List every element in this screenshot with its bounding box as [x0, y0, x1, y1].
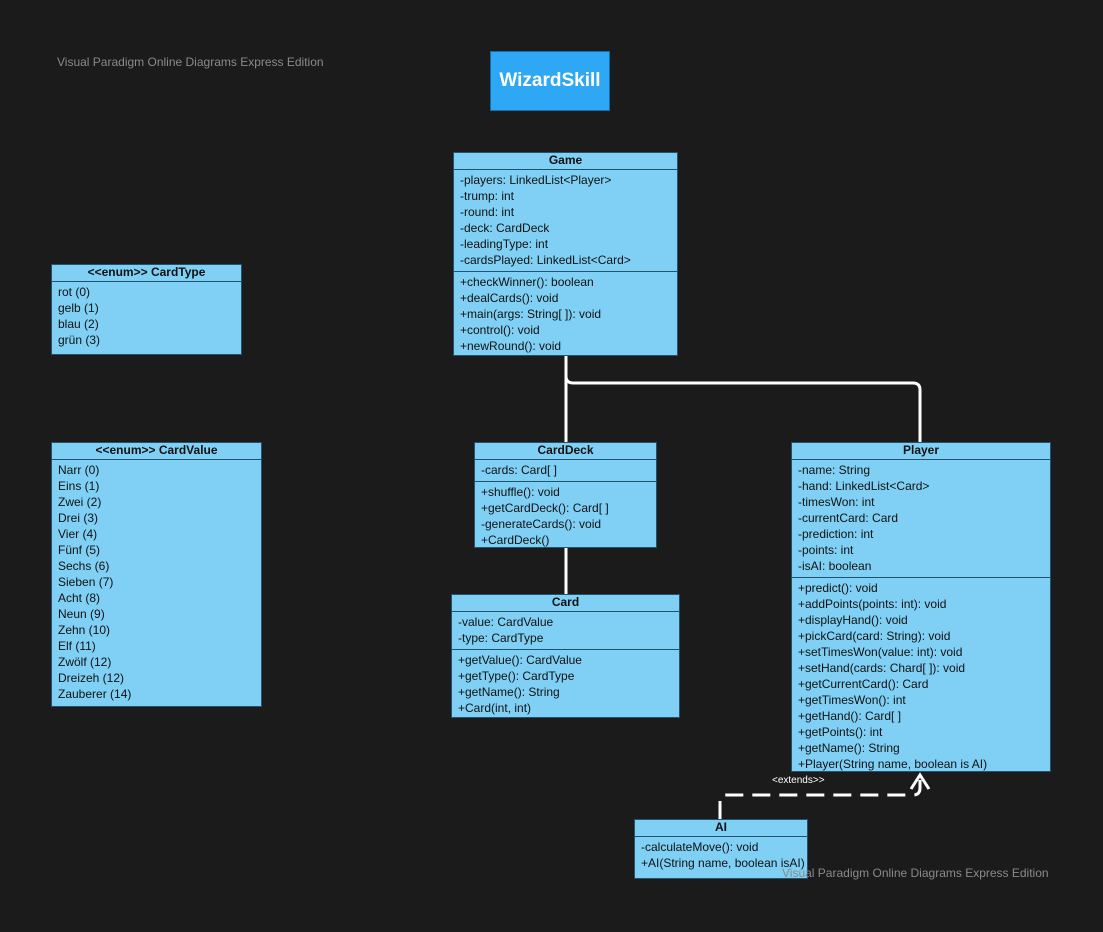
enum-value: Narr (0) [58, 463, 100, 477]
method: +dealCards(): void [460, 291, 559, 305]
method: +AI(String name, boolean isAI) [641, 856, 805, 870]
class-carddeck-attributes: -cards: Card[ ] [475, 460, 656, 481]
class-ai[interactable]: AI -calculateMove(): void +AI(String nam… [634, 819, 808, 879]
method: +getTimesWon(): int [798, 693, 906, 707]
class-game[interactable]: Game -players: LinkedList<Player> -trump… [453, 152, 678, 356]
class-game-methods: +checkWinner(): boolean +dealCards(): vo… [454, 271, 677, 357]
method: +newRound(): void [460, 339, 562, 353]
attribute: -prediction: int [798, 527, 874, 541]
enum-value: Sechs (6) [58, 559, 110, 573]
method: +control(): void [460, 323, 540, 337]
extends-label: <extends>> [772, 775, 825, 786]
enum-value: Sieben (7) [58, 575, 114, 589]
attribute: -deck: CardDeck [460, 221, 550, 235]
watermark-bottom: Visual Paradigm Online Diagrams Express … [782, 866, 1049, 880]
method: +getPoints(): int [798, 725, 883, 739]
method: +getName(): String [798, 741, 900, 755]
enum-value: Zwei (2) [58, 495, 102, 509]
method: +Card(int, int) [458, 701, 532, 715]
method: +getValue(): CardValue [458, 653, 582, 667]
method: +pickCard(card: String): void [798, 629, 951, 643]
ai-extends-player-link [718, 778, 922, 819]
method: +getType(): CardType [458, 669, 575, 683]
enum-cardtype-values: rot (0) gelb (1) blau (2) grün (3) [52, 282, 241, 351]
enum-value: grün (3) [58, 333, 101, 347]
diagram-title-text: WizardSkill [499, 70, 601, 91]
class-player-name: Player [792, 443, 1050, 460]
method: +predict(): void [798, 581, 878, 595]
enum-value: Acht (8) [58, 591, 101, 605]
enum-value: Zehn (10) [58, 623, 111, 637]
class-carddeck[interactable]: CardDeck -cards: Card[ ] +shuffle(): voi… [474, 442, 657, 548]
method: +main(args: String[ ]): void [460, 307, 602, 321]
class-carddeck-name: CardDeck [475, 443, 656, 460]
enum-value: Dreizeh (12) [58, 671, 125, 685]
attribute: -name: String [798, 463, 871, 477]
enum-cardtype[interactable]: <<enum>> CardType rot (0) gelb (1) blau … [51, 264, 242, 355]
class-game-name: Game [454, 153, 677, 170]
enum-value: Zwölf (12) [58, 655, 112, 669]
class-player[interactable]: Player -name: String -hand: LinkedList<C… [791, 442, 1051, 772]
method: +setHand(cards: Chard[ ]): void [798, 661, 966, 675]
enum-cardtype-name: <<enum>> CardType [52, 265, 241, 282]
watermark-top: Visual Paradigm Online Diagrams Express … [57, 55, 324, 69]
method: -generateCards(): void [481, 517, 602, 531]
attribute: -leadingType: int [460, 237, 549, 251]
attribute: -isAI: boolean [798, 559, 872, 573]
diagram-title: WizardSkill [490, 51, 610, 111]
method: +getCardDeck(): Card[ ] [481, 501, 609, 515]
attribute: -timesWon: int [798, 495, 875, 509]
enum-cardvalue-name: <<enum>> CardValue [52, 443, 261, 460]
class-carddeck-methods: +shuffle(): void +getCardDeck(): Card[ ]… [475, 481, 656, 551]
attribute: -trump: int [460, 189, 515, 203]
enum-cardvalue[interactable]: <<enum>> CardValue Narr (0) Eins (1) Zwe… [51, 442, 262, 707]
enum-value: Neun (9) [58, 607, 105, 621]
method: +getCurrentCard(): Card [798, 677, 929, 691]
attribute: -type: CardType [458, 631, 544, 645]
class-game-attributes: -players: LinkedList<Player> -trump: int… [454, 170, 677, 271]
enum-value: Fünf (5) [58, 543, 101, 557]
attribute: -currentCard: Card [798, 511, 899, 525]
class-ai-methods: -calculateMove(): void +AI(String name, … [635, 837, 807, 874]
method: +CardDeck() [481, 533, 550, 547]
attribute: -value: CardValue [458, 615, 554, 629]
method: +getName(): String [458, 685, 560, 699]
method: -calculateMove(): void [641, 840, 759, 854]
enum-value: rot (0) [58, 285, 91, 299]
class-ai-name: AI [635, 820, 807, 837]
enum-value: Eins (1) [58, 479, 100, 493]
method: +checkWinner(): boolean [460, 275, 594, 289]
class-card-attributes: -value: CardValue -type: CardType [452, 612, 679, 649]
method: +shuffle(): void [481, 485, 560, 499]
class-player-attributes: -name: String -hand: LinkedList<Card> -t… [792, 460, 1050, 577]
method: +Player(String name, boolean is AI) [798, 757, 988, 771]
attribute: -cardsPlayed: LinkedList<Card> [460, 253, 631, 267]
method: +setTimesWon(value: int): void [798, 645, 963, 659]
attribute: -points: int [798, 543, 854, 557]
class-player-methods: +predict(): void +addPoints(points: int)… [792, 577, 1050, 775]
enum-value: Elf (11) [58, 639, 96, 653]
class-card-methods: +getValue(): CardValue +getType(): CardT… [452, 649, 679, 719]
enum-value: Drei (3) [58, 511, 99, 525]
attribute: -players: LinkedList<Player> [460, 173, 612, 187]
class-card-name: Card [452, 595, 679, 612]
enum-value: Zauberer (14) [58, 687, 132, 701]
attribute: -hand: LinkedList<Card> [798, 479, 930, 493]
method: +getHand(): Card[ ] [798, 709, 902, 723]
method: +displayHand(): void [798, 613, 908, 627]
attribute: -cards: Card[ ] [481, 463, 558, 477]
class-card[interactable]: Card -value: CardValue -type: CardType +… [451, 594, 680, 718]
game-to-player-link [564, 356, 922, 442]
method: +addPoints(points: int): void [798, 597, 947, 611]
extends-arrowhead-icon [909, 772, 931, 790]
enum-value: gelb (1) [58, 301, 99, 315]
attribute: -round: int [460, 205, 515, 219]
enum-value: blau (2) [58, 317, 99, 331]
enum-value: Vier (4) [58, 527, 98, 541]
enum-cardvalue-values: Narr (0) Eins (1) Zwei (2) Drei (3) Vier… [52, 460, 261, 705]
